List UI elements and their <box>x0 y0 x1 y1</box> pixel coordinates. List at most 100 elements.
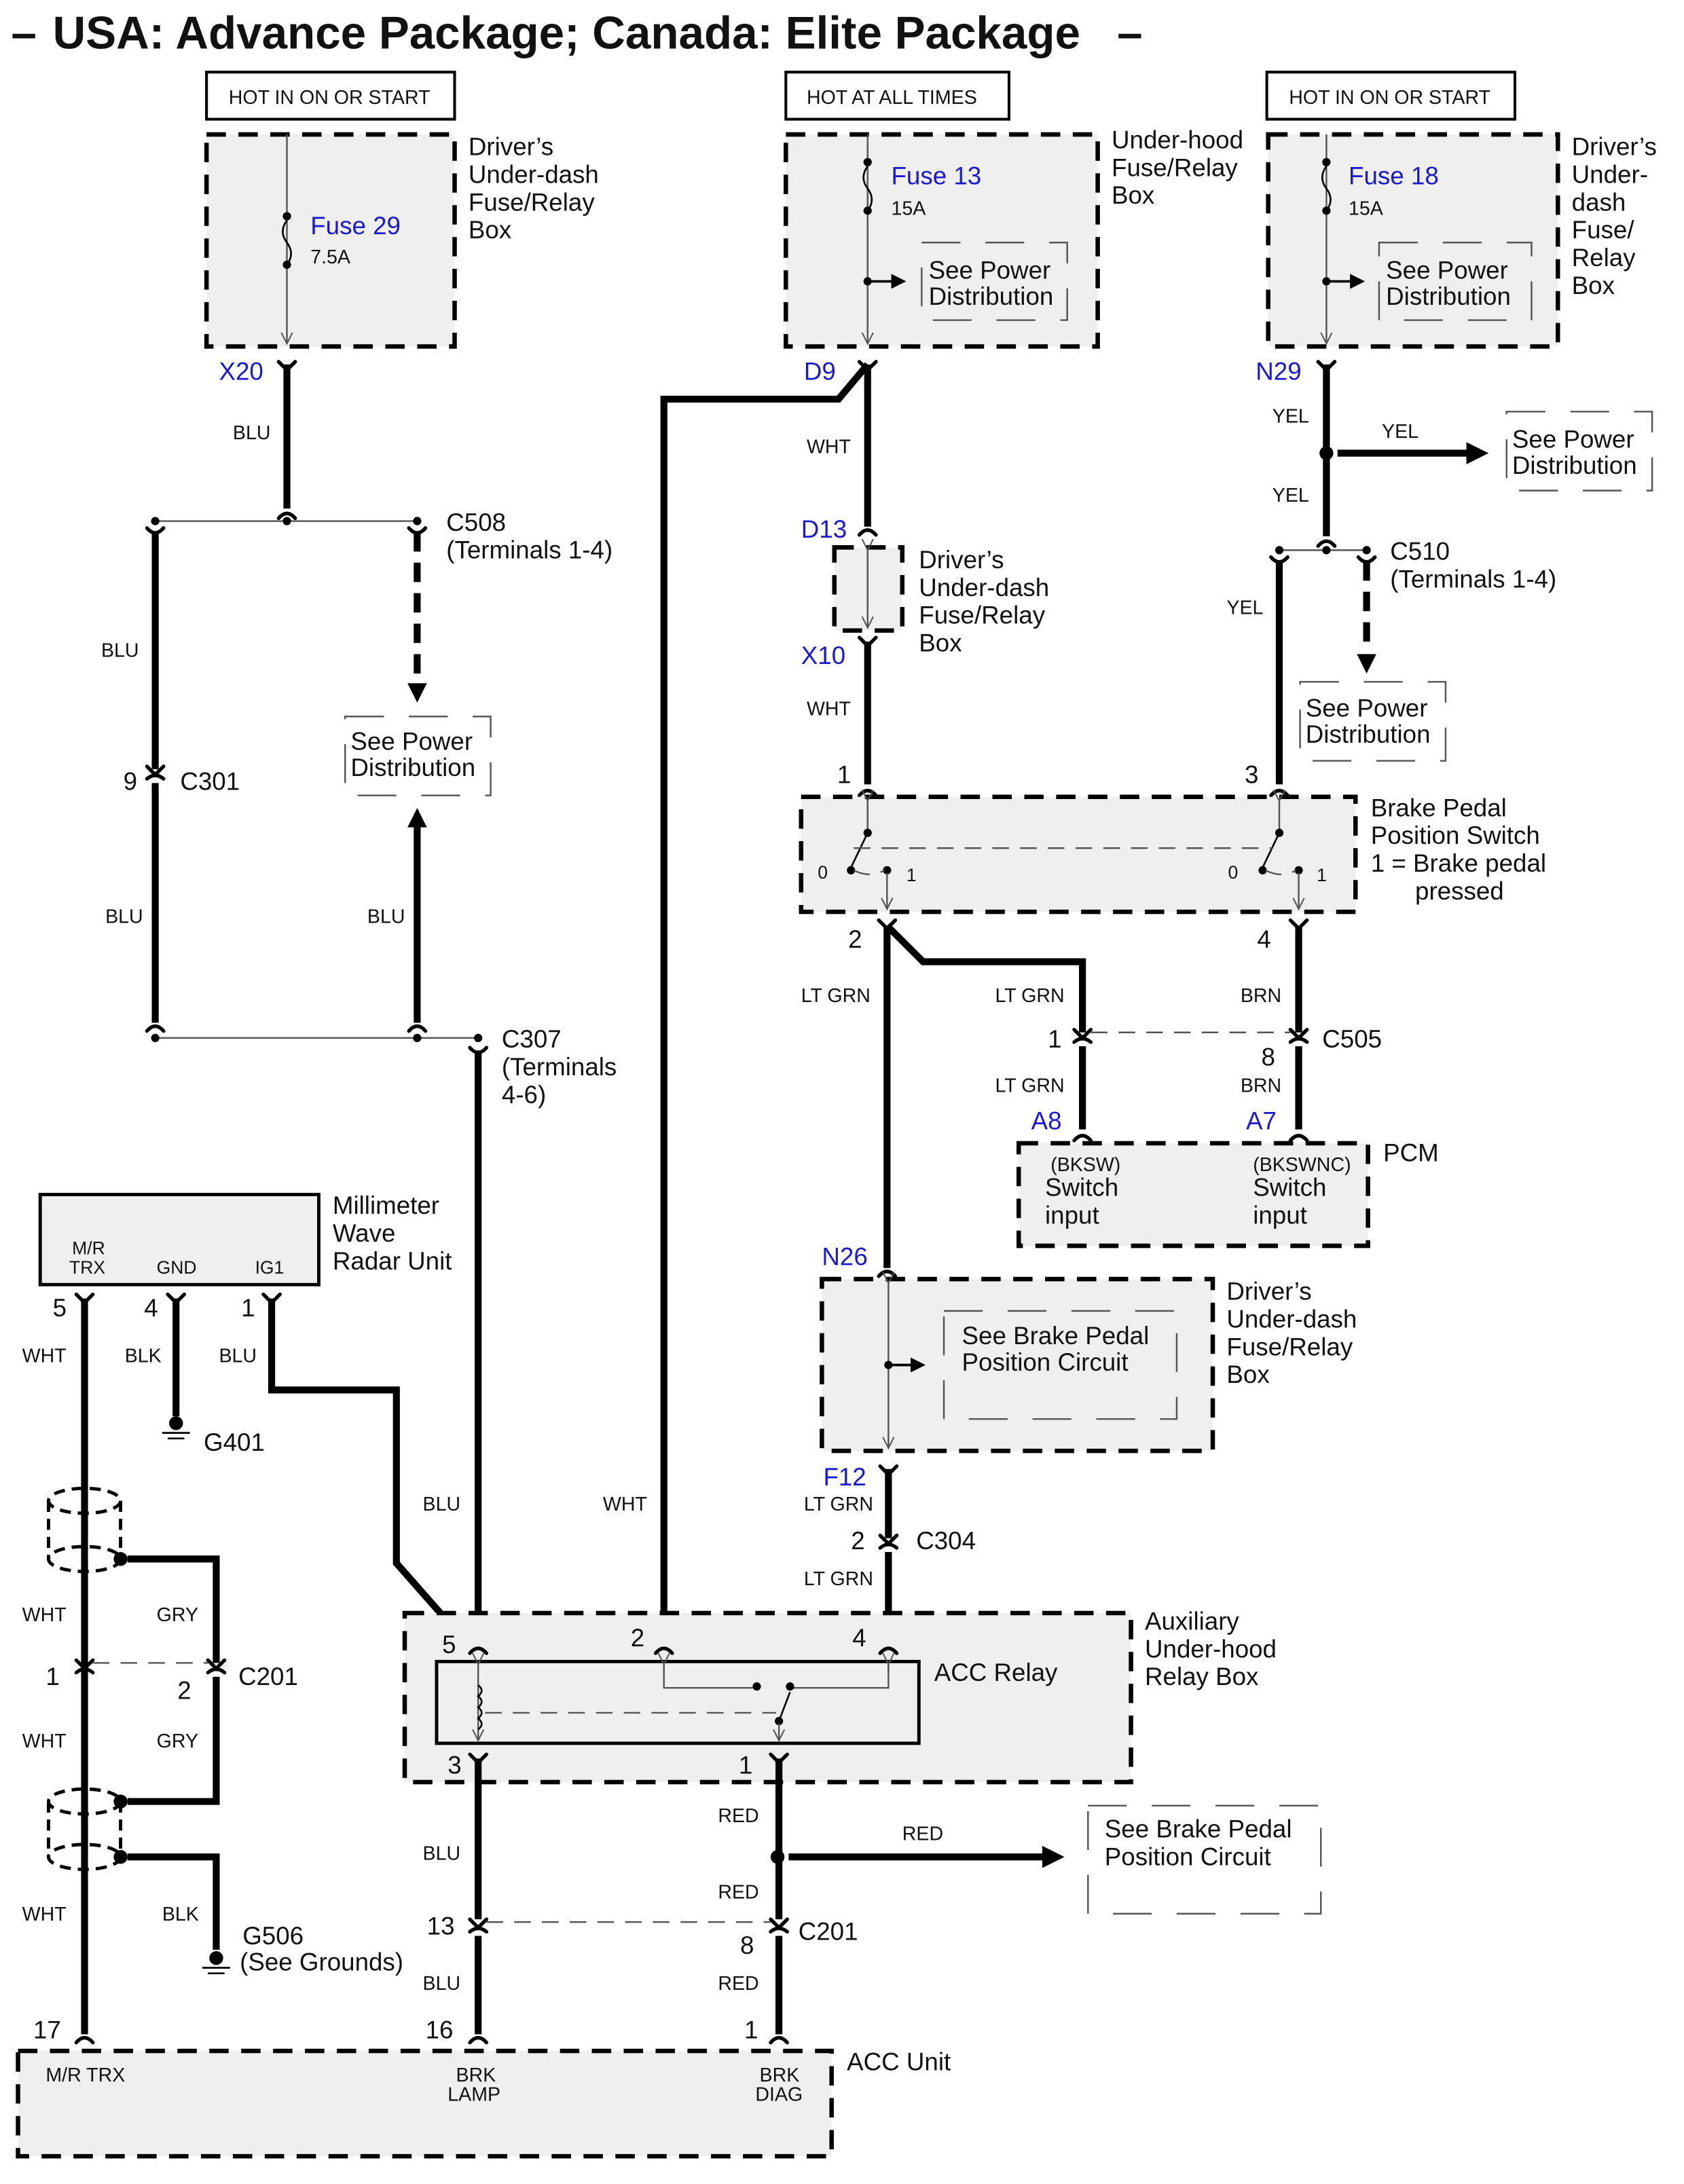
fuse-box-13: Fuse 13 15A See Power Distribution Under… <box>784 126 1243 385</box>
svg-text:Driver’s: Driver’s <box>1226 1278 1311 1306</box>
svg-text:RED: RED <box>902 1824 943 1845</box>
svg-text:Box: Box <box>919 629 962 656</box>
c508-label: C508 <box>446 508 506 536</box>
svg-text:(BKSWNC): (BKSWNC) <box>1253 1154 1351 1176</box>
svg-text:Fuse/Relay: Fuse/Relay <box>1112 153 1238 181</box>
see-power-distribution-box <box>1378 242 1533 321</box>
svg-text:See Power: See Power <box>350 727 473 755</box>
svg-text:16: 16 <box>426 2016 454 2044</box>
svg-text:Relay: Relay <box>1572 244 1636 272</box>
power-source-1: HOT IN ON OR START <box>205 71 456 121</box>
svg-text:See Power: See Power <box>1386 256 1508 284</box>
svg-text:3: 3 <box>1245 760 1258 788</box>
svg-text:1: 1 <box>241 1294 255 1322</box>
arrow-icon <box>1466 442 1489 464</box>
svg-text:HOT IN ON OR START: HOT IN ON OR START <box>229 87 431 109</box>
svg-text:See Brake Pedal: See Brake Pedal <box>962 1322 1150 1350</box>
svg-text:BLK: BLK <box>125 1346 162 1367</box>
svg-text:Radar Unit: Radar Unit <box>333 1247 452 1275</box>
svg-text:2: 2 <box>848 925 862 953</box>
svg-text:BRN: BRN <box>1241 1075 1281 1097</box>
fuse-icon <box>1321 166 1332 212</box>
svg-text:BLK: BLK <box>162 1904 199 1925</box>
svg-text:BLU: BLU <box>219 1346 257 1367</box>
svg-text:9: 9 <box>124 768 137 796</box>
svg-text:Box: Box <box>1226 1361 1269 1388</box>
svg-text:BRK: BRK <box>456 2065 496 2086</box>
svg-text:1: 1 <box>739 1752 752 1779</box>
svg-text:0: 0 <box>818 862 828 883</box>
terminal-f12: F12 <box>823 1463 866 1491</box>
svg-text:1 = Brake pedal: 1 = Brake pedal <box>1371 849 1546 877</box>
fuse-box-29: Fuse 29 7.5A Driver’s Under-dash Fuse/Re… <box>204 132 599 385</box>
acc-relay <box>435 1659 921 1745</box>
svg-text:2: 2 <box>631 1624 644 1652</box>
svg-text:Distribution: Distribution <box>1512 451 1637 479</box>
svg-text:(Terminals 1-4): (Terminals 1-4) <box>1390 566 1556 593</box>
svg-text:Driver’s: Driver’s <box>469 133 553 161</box>
svg-text:Under-dash: Under-dash <box>469 161 599 189</box>
svg-text:13: 13 <box>427 1912 455 1940</box>
svg-text:dash: dash <box>1572 188 1626 216</box>
svg-text:WHT: WHT <box>807 698 851 720</box>
pcm-box <box>1016 1141 1370 1248</box>
title-dash-right: – <box>1117 8 1142 59</box>
svg-text:pressed: pressed <box>1415 877 1504 905</box>
svg-text:LAMP: LAMP <box>447 2084 500 2105</box>
svg-text:2: 2 <box>851 1527 864 1555</box>
svg-text:8: 8 <box>740 1931 754 1959</box>
svg-text:BRK: BRK <box>760 2065 800 2086</box>
svg-text:Relay Box: Relay Box <box>1145 1663 1258 1690</box>
svg-text:1: 1 <box>907 865 917 885</box>
svg-text:HOT IN ON OR START: HOT IN ON OR START <box>1289 87 1490 109</box>
c510-label: C510 <box>1390 538 1450 566</box>
acc-unit: 17 16 1 M/R TRX BRK LAMP BRK DIAG ACC Un… <box>16 2016 951 2159</box>
svg-text:LT GRN: LT GRN <box>995 985 1065 1007</box>
circuit-radar-wires: BLK G401 BLU WHT WHT GRY 1 2 C201 WHT GR… <box>22 1298 481 2035</box>
svg-text:YEL: YEL <box>1273 406 1309 428</box>
svg-text:2: 2 <box>177 1677 191 1705</box>
svg-text:YEL: YEL <box>1273 485 1309 506</box>
svg-text:Brake Pedal: Brake Pedal <box>1371 794 1507 821</box>
see-brake-pedal-box <box>1087 1804 1322 1915</box>
ground-icon <box>169 1416 183 1430</box>
circuit-blu-x20: BLU C508 (Terminals 1-4) BLU 9 C301 BLU … <box>101 360 617 1642</box>
pcm-label: PCM <box>1383 1139 1439 1167</box>
coil-icon <box>477 1684 483 1730</box>
circuit-wht-d9: WHT WHT D13 Driver’s Under-dash Fuse/Rel… <box>603 360 1049 1642</box>
svg-text:0: 0 <box>1228 862 1238 883</box>
c505-label: C505 <box>1322 1025 1382 1053</box>
svg-text:3: 3 <box>447 1752 461 1779</box>
svg-text:4: 4 <box>852 1624 866 1652</box>
svg-text:Wave: Wave <box>333 1219 396 1247</box>
fuse-icon <box>862 166 873 212</box>
svg-text:See Power: See Power <box>1306 694 1428 722</box>
svg-text:Distribution: Distribution <box>929 282 1054 310</box>
c301-label: C301 <box>180 768 240 796</box>
svg-text:Fuse 29: Fuse 29 <box>310 212 401 240</box>
svg-text:Distribution: Distribution <box>1306 720 1431 748</box>
see-power-distribution-box <box>1505 411 1653 492</box>
svg-text:M/R TRX: M/R TRX <box>45 2065 125 2086</box>
svg-text:BLU: BLU <box>233 422 271 444</box>
circuit-ltgrn-n26: LT GRN N26 See Brake Pedal Position Circ… <box>801 925 1357 1642</box>
svg-text:5: 5 <box>442 1631 456 1659</box>
svg-text:See Power: See Power <box>1512 425 1634 453</box>
terminal-d13: D13 <box>801 515 847 543</box>
svg-text:Distribution: Distribution <box>1386 282 1511 310</box>
auxiliary-relay-box: Auxiliary Under-hood Relay Box 5 2 4 ACC… <box>402 1607 1277 1785</box>
svg-text:1: 1 <box>45 1663 59 1690</box>
svg-text:Driver’s: Driver’s <box>919 546 1004 574</box>
see-brake-pedal-box <box>942 1310 1178 1420</box>
svg-text:Switch: Switch <box>1253 1174 1326 1202</box>
terminal-a7: A7 <box>1246 1107 1277 1135</box>
svg-text:4: 4 <box>144 1294 158 1322</box>
svg-text:15A: 15A <box>1349 198 1383 219</box>
svg-text:WHT: WHT <box>22 1604 67 1626</box>
terminal-x10: X10 <box>801 642 845 669</box>
svg-text:Fuse 13: Fuse 13 <box>891 162 981 190</box>
svg-text:TRX: TRX <box>69 1257 105 1278</box>
svg-text:(Terminals: (Terminals <box>502 1053 617 1081</box>
svg-text:5: 5 <box>53 1294 67 1322</box>
